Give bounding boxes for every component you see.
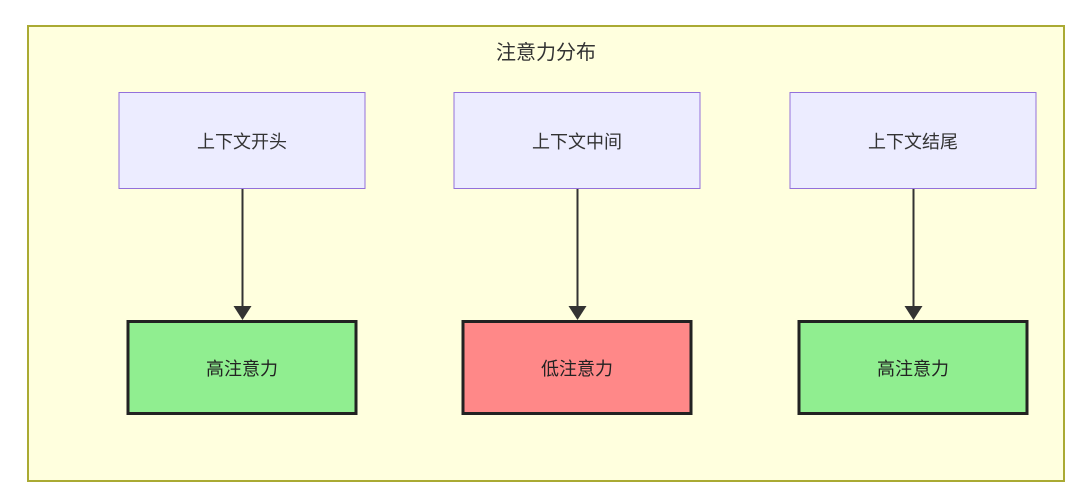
arrow-line xyxy=(912,189,914,306)
node-label: 上下文中间 xyxy=(532,131,622,152)
arrow xyxy=(568,189,586,320)
node-label: 低注意力 xyxy=(541,358,613,379)
result-node-high-attention: 高注意力 xyxy=(126,320,358,415)
node-label: 高注意力 xyxy=(877,358,949,379)
arrowhead-down-icon xyxy=(233,306,251,320)
arrow xyxy=(233,189,251,320)
source-node-context-end: 上下文结尾 xyxy=(789,92,1037,189)
node-label: 上下文开头 xyxy=(197,131,287,152)
arrow-line xyxy=(241,189,243,306)
diagram-title: 注意力分布 xyxy=(496,42,596,64)
source-node-context-middle: 上下文中间 xyxy=(453,92,701,189)
result-node-high-attention: 高注意力 xyxy=(797,320,1029,415)
flow-column-start: 上下文开头 高注意力 xyxy=(118,92,366,415)
diagram-canvas: 注意力分布 上下文开头 高注意力 上下文中间 低注意力 上下文结尾 xyxy=(27,25,1065,482)
source-node-context-start: 上下文开头 xyxy=(118,92,366,189)
node-label: 上下文结尾 xyxy=(868,131,958,152)
arrowhead-down-icon xyxy=(904,306,922,320)
flow-column-middle: 上下文中间 低注意力 xyxy=(453,92,701,415)
arrow xyxy=(904,189,922,320)
result-node-low-attention: 低注意力 xyxy=(461,320,693,415)
node-label: 高注意力 xyxy=(206,358,278,379)
arrow-line xyxy=(576,189,578,306)
arrowhead-down-icon xyxy=(568,306,586,320)
flow-column-end: 上下文结尾 高注意力 xyxy=(789,92,1037,415)
